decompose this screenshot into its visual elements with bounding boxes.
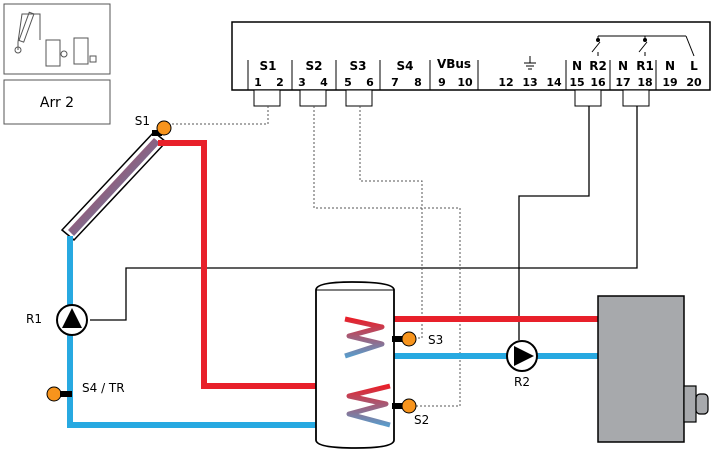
sensor-s3-label: S3 <box>428 333 443 347</box>
solar-collector <box>60 130 168 242</box>
upper-heat-exchanger-coil <box>344 316 385 359</box>
cable-s1 <box>172 106 269 125</box>
lower-heat-exchanger-coil <box>346 383 391 428</box>
sensor-s1 <box>152 120 172 136</box>
terminal-number-13: 13 <box>522 76 537 89</box>
pump-r2-label: R2 <box>514 375 530 389</box>
terminal-group-s3: S3 <box>350 59 367 73</box>
terminal-number-17: 17 <box>615 76 630 89</box>
terminal-group-s2: S2 <box>306 59 323 73</box>
terminal-number-18: 18 <box>637 76 652 89</box>
terminal-number-19: 19 <box>662 76 677 89</box>
relay-letter-l: L <box>690 59 698 73</box>
terminal-group-s4: S4 <box>397 59 414 73</box>
sensor-s1-label: S1 <box>135 114 150 128</box>
terminal-number-3: 3 <box>298 76 306 89</box>
terminal-clamps <box>253 89 650 107</box>
terminal-group-vbus: VBus <box>437 57 471 71</box>
pump-r1-icon <box>62 308 82 328</box>
wire-r1 <box>90 106 638 321</box>
relay-wires <box>90 106 638 340</box>
arrangement-label-box: Arr 2 <box>3 79 111 125</box>
terminal-number-6: 6 <box>366 76 374 89</box>
terminal-number-4: 4 <box>320 76 328 89</box>
terminal-dividers <box>247 60 657 90</box>
relay-switch-symbols <box>591 35 695 57</box>
ground-icon <box>524 56 536 70</box>
collector-return-line <box>67 236 392 428</box>
overview-thumbnail <box>3 3 111 75</box>
terminal-number-15: 15 <box>569 76 584 89</box>
wire-r2 <box>518 106 590 340</box>
terminal-number-14: 14 <box>546 76 562 89</box>
sensor-s2 <box>392 398 417 414</box>
terminal-number-10: 10 <box>457 76 473 89</box>
terminal-number-7: 7 <box>391 76 399 89</box>
relay-letter-n3: N <box>665 59 675 73</box>
cable-s3 <box>359 106 423 339</box>
pump-r2-icon <box>514 346 534 366</box>
terminal-number-8: 8 <box>414 76 422 89</box>
terminal-number-1: 1 <box>254 76 262 89</box>
sensor-s4-label: S4 / TR <box>82 381 125 395</box>
relay-letter-r2: R2 <box>589 59 607 73</box>
terminal-number-16: 16 <box>590 76 606 89</box>
controller-terminal-strip: S1 S2 S3 S4 VBus 1 2 3 4 5 6 7 8 9 10 12… <box>231 21 711 107</box>
terminal-number-5: 5 <box>344 76 352 89</box>
terminal-group-s1: S1 <box>260 59 277 73</box>
relay-letter-n1: N <box>572 59 582 73</box>
sensor-cables <box>172 106 461 407</box>
pump-r2 <box>506 340 538 372</box>
terminal-number-2: 2 <box>276 76 284 89</box>
pump-r1-label: R1 <box>26 312 42 326</box>
sensor-s4 <box>46 386 72 402</box>
relay-letter-r1: R1 <box>636 59 654 73</box>
arrangement-label: Arr 2 <box>40 95 74 111</box>
collector-flow-line <box>158 140 390 389</box>
terminal-number-12: 12 <box>498 76 513 89</box>
boiler <box>597 295 709 443</box>
sensor-s3 <box>392 331 417 347</box>
pump-r1 <box>56 304 88 336</box>
terminal-number-20: 20 <box>686 76 702 89</box>
cable-s2 <box>313 106 461 407</box>
relay-letter-n2: N <box>618 59 628 73</box>
sensor-s2-label: S2 <box>414 413 429 427</box>
terminal-number-9: 9 <box>438 76 446 89</box>
